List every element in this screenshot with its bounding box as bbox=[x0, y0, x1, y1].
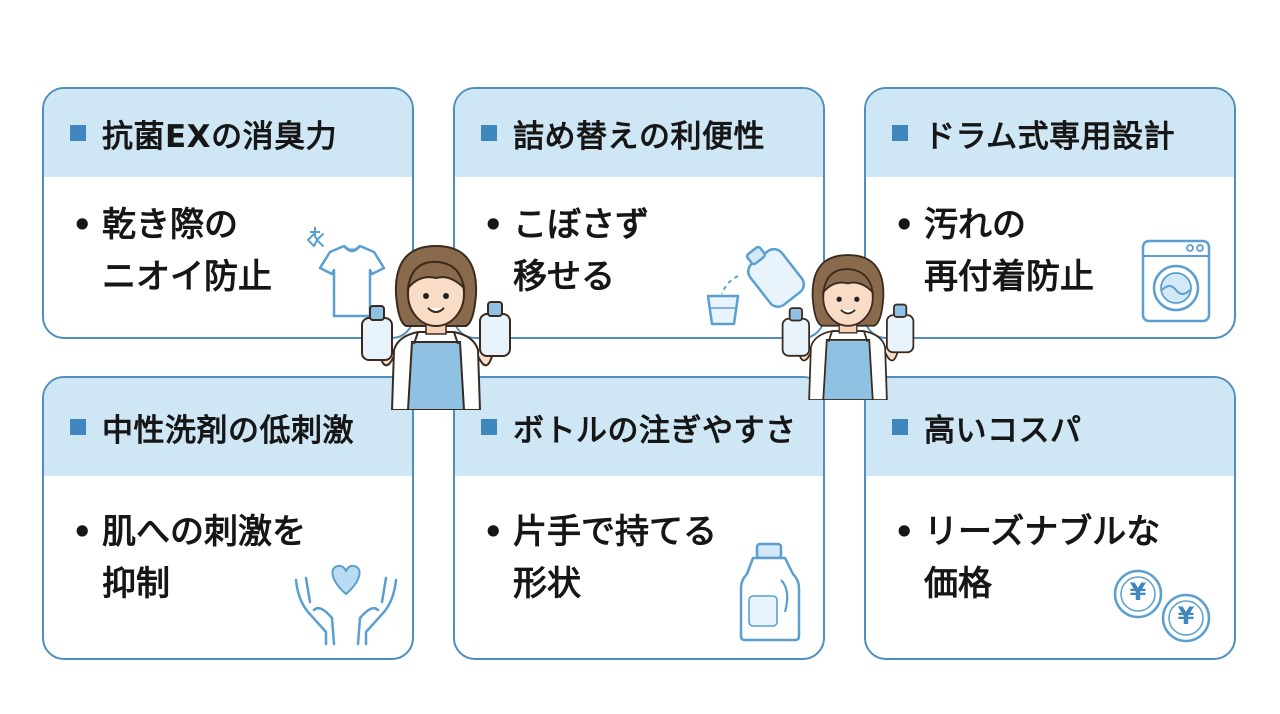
card-title: ボトルの注ぎやすさ bbox=[513, 412, 797, 449]
card-body: • こぼさず 移せる bbox=[455, 177, 823, 303]
card-body: • 汚れの 再付着防止 bbox=[866, 177, 1234, 303]
detergent-bottle-icon bbox=[739, 542, 801, 642]
card-header: ドラム式専用設計 bbox=[866, 89, 1234, 177]
card-text-line: ニオイ防止 bbox=[102, 257, 272, 297]
card-text-line: 抑制 bbox=[102, 564, 170, 604]
card-header: ボトルの注ぎやすさ bbox=[455, 378, 823, 476]
card-text-line: 再付着防止 bbox=[924, 257, 1094, 297]
bullet: • bbox=[894, 513, 915, 551]
bullet: • bbox=[72, 513, 93, 551]
card-text-line: 乾き際の bbox=[102, 205, 238, 245]
card-body: • 乾き際の ニオイ防止 bbox=[44, 177, 412, 303]
bullet: • bbox=[483, 206, 504, 244]
card-text-line: 肌への刺激を bbox=[102, 512, 306, 552]
feature-card-antibacterial: 抗菌EXの消臭力 • 乾き際の ニオイ防止 bbox=[42, 87, 414, 339]
card-title: 詰め替えの利便性 bbox=[513, 118, 765, 155]
card-body: • 肌への刺激を 抑制 bbox=[44, 476, 412, 610]
card-text-line: 片手で持てる bbox=[513, 512, 717, 552]
hands-heart-icon bbox=[294, 564, 398, 646]
yen-symbol: ¥ bbox=[1177, 602, 1195, 630]
washing-machine-icon bbox=[1141, 239, 1211, 323]
refill-pour-icon bbox=[706, 245, 806, 326]
card-title: 抗菌EXの消臭力 bbox=[102, 118, 338, 155]
header-square-icon bbox=[481, 125, 497, 141]
card-text-line: リーズナブルな bbox=[924, 512, 1161, 552]
header-square-icon bbox=[481, 419, 497, 435]
header-square-icon bbox=[70, 419, 86, 435]
card-title: 高いコスパ bbox=[924, 412, 1082, 449]
card-header: 中性洗剤の低刺激 bbox=[44, 378, 412, 476]
card-header: 高いコスパ bbox=[866, 378, 1234, 476]
woman-holding-bottles-illustration bbox=[361, 244, 511, 410]
card-text-line: こぼさず bbox=[513, 205, 649, 245]
feature-card-low-irritation: 中性洗剤の低刺激 • 肌への刺激を 抑制 bbox=[42, 376, 414, 660]
feature-card-refill: 詰め替えの利便性 • こぼさず 移せる bbox=[453, 87, 825, 339]
bullet: • bbox=[483, 513, 504, 551]
header-square-icon bbox=[892, 125, 908, 141]
yen-symbol: ¥ bbox=[1129, 578, 1147, 606]
card-text-line: 価格 bbox=[924, 564, 992, 604]
tshirt-sparkle-icon bbox=[307, 227, 386, 318]
card-text-line: 移せる bbox=[513, 257, 615, 297]
card-title: ドラム式専用設計 bbox=[924, 118, 1176, 155]
card-body: • 片手で持てる 形状 bbox=[455, 476, 823, 610]
bullet: • bbox=[72, 206, 93, 244]
woman-holding-bottles-illustration bbox=[781, 254, 915, 400]
card-body: • リーズナブルな 価格 bbox=[866, 476, 1234, 610]
card-text-line: 形状 bbox=[513, 564, 581, 604]
card-header: 抗菌EXの消臭力 bbox=[44, 89, 412, 177]
header-square-icon bbox=[892, 419, 908, 435]
yen-coins-icon: ¥ ¥ bbox=[1112, 566, 1216, 646]
card-title: 中性洗剤の低刺激 bbox=[102, 412, 354, 449]
feature-card-bottle: ボトルの注ぎやすさ • 片手で持てる 形状 bbox=[453, 376, 825, 660]
bullet: • bbox=[894, 206, 915, 244]
card-text-line: 汚れの bbox=[924, 205, 1026, 245]
header-square-icon bbox=[70, 125, 86, 141]
card-header: 詰め替えの利便性 bbox=[455, 89, 823, 177]
